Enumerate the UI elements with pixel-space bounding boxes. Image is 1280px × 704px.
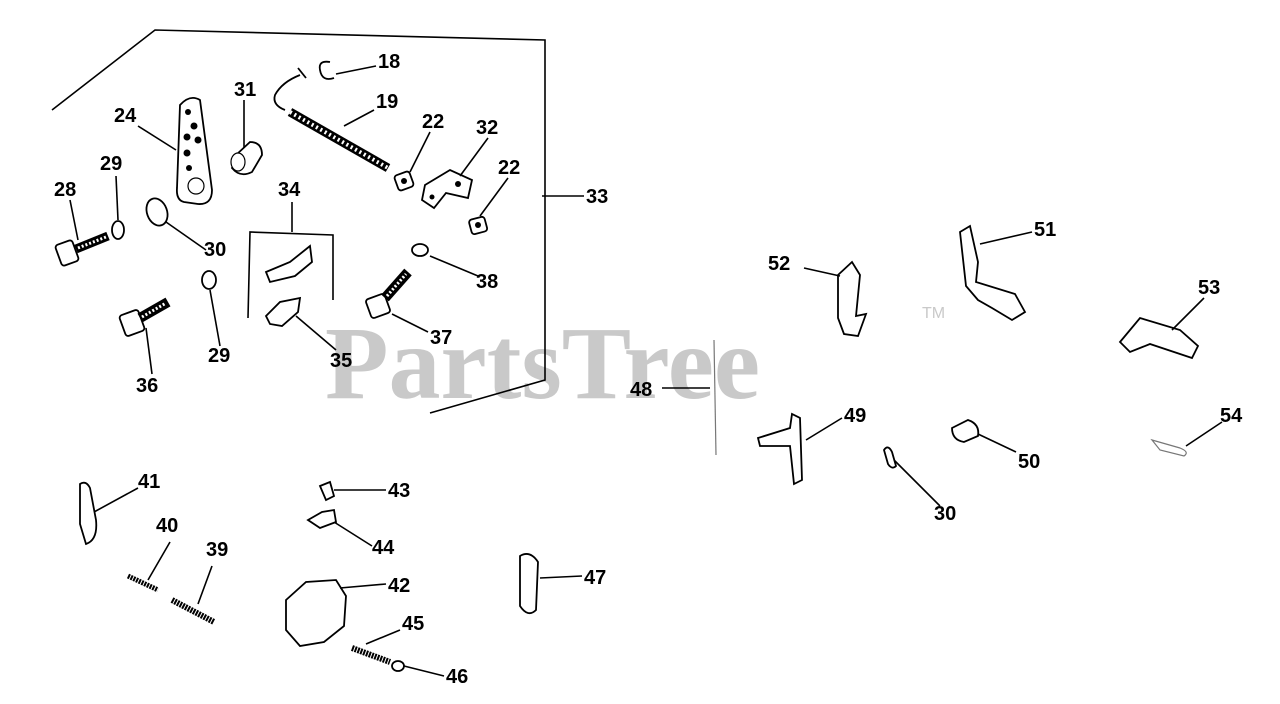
- ring-part-30-lower[interactable]: [883, 446, 898, 469]
- ring-part-30-upper[interactable]: [143, 195, 171, 228]
- rod-part-48[interactable]: [713, 339, 717, 456]
- callout-36: 36: [136, 375, 158, 397]
- callout-labels: 18 19 31 24 22 32 29 28 22 34 33 30 38 3…: [54, 51, 1243, 688]
- nut-part-46[interactable]: [391, 660, 405, 672]
- bracket-part-42[interactable]: [285, 579, 347, 647]
- callout-37: 37: [430, 327, 452, 349]
- clip-part-41[interactable]: [79, 481, 98, 546]
- callout-47: 47: [584, 567, 606, 589]
- washer-part-38[interactable]: [411, 243, 429, 257]
- callout-22-lower: 22: [498, 157, 520, 179]
- callout-40: 40: [156, 515, 178, 537]
- nut-part-22-lower[interactable]: [468, 215, 489, 236]
- callout-39: 39: [206, 539, 228, 561]
- clip-part-18[interactable]: [318, 60, 335, 80]
- nut-part-22-upper[interactable]: [393, 170, 415, 192]
- bolt-part-36[interactable]: [118, 297, 171, 337]
- washer-part-29-lower[interactable]: [201, 270, 217, 290]
- spring-part-45[interactable]: [350, 645, 392, 665]
- spring-part-39[interactable]: [170, 597, 216, 625]
- watermark-logo: PartsTree: [325, 306, 760, 421]
- callout-24: 24: [114, 105, 137, 127]
- callout-46: 46: [446, 666, 468, 688]
- angle-bracket-part-32[interactable]: [420, 168, 474, 210]
- callout-29-lower: 29: [208, 345, 230, 367]
- clip-part-43[interactable]: [318, 480, 336, 502]
- clip-part-44[interactable]: [306, 508, 338, 530]
- clip-bracket-part-34[interactable]: [264, 244, 313, 284]
- callout-51: 51: [1034, 219, 1056, 241]
- callout-33: 33: [586, 186, 608, 208]
- plate-part-24[interactable]: [175, 96, 213, 205]
- bushing-part-31[interactable]: [230, 141, 263, 176]
- lever-part-49[interactable]: [756, 412, 803, 486]
- clip-part-35[interactable]: [264, 296, 302, 327]
- callout-54: 54: [1220, 405, 1243, 427]
- subassembly-bracket-34: [247, 231, 334, 319]
- lever-part-52[interactable]: [837, 260, 868, 337]
- callout-52: 52: [768, 253, 790, 275]
- callout-32: 32: [476, 117, 498, 139]
- callout-41: 41: [138, 471, 160, 493]
- bracket-part-53[interactable]: [1118, 316, 1200, 360]
- callout-43: 43: [388, 480, 410, 502]
- watermark-trademark: TM: [922, 305, 945, 322]
- callout-30-lower: 30: [934, 503, 956, 525]
- callout-28: 28: [54, 179, 76, 201]
- bushing-part-50[interactable]: [951, 419, 980, 443]
- callout-50: 50: [1018, 451, 1040, 473]
- callout-53: 53: [1198, 277, 1220, 299]
- bolt-part-28[interactable]: [54, 231, 110, 267]
- callout-48: 48: [630, 379, 652, 401]
- clip-part-47[interactable]: [519, 553, 539, 615]
- callout-22-upper: 22: [422, 111, 444, 133]
- bolt-part-37[interactable]: [365, 268, 412, 319]
- washer-part-29-upper[interactable]: [111, 220, 125, 240]
- callout-35: 35: [330, 350, 352, 372]
- callout-44: 44: [372, 537, 395, 559]
- callout-30-upper: 30: [204, 239, 226, 261]
- pin-part-54[interactable]: [1150, 438, 1187, 457]
- assembly-outline: [51, 29, 546, 414]
- spring-part-40[interactable]: [126, 573, 160, 593]
- callout-34: 34: [278, 179, 301, 201]
- callout-45: 45: [402, 613, 424, 635]
- leader-lines: [69, 65, 1223, 677]
- callout-38: 38: [476, 271, 498, 293]
- callout-19: 19: [376, 91, 398, 113]
- callout-31: 31: [234, 79, 256, 101]
- callout-49: 49: [844, 405, 866, 427]
- callout-42: 42: [388, 575, 410, 597]
- lever-part-51[interactable]: [959, 224, 1027, 322]
- spring-part-19[interactable]: [273, 67, 391, 172]
- callout-29-upper: 29: [100, 153, 122, 175]
- callout-18: 18: [378, 51, 400, 73]
